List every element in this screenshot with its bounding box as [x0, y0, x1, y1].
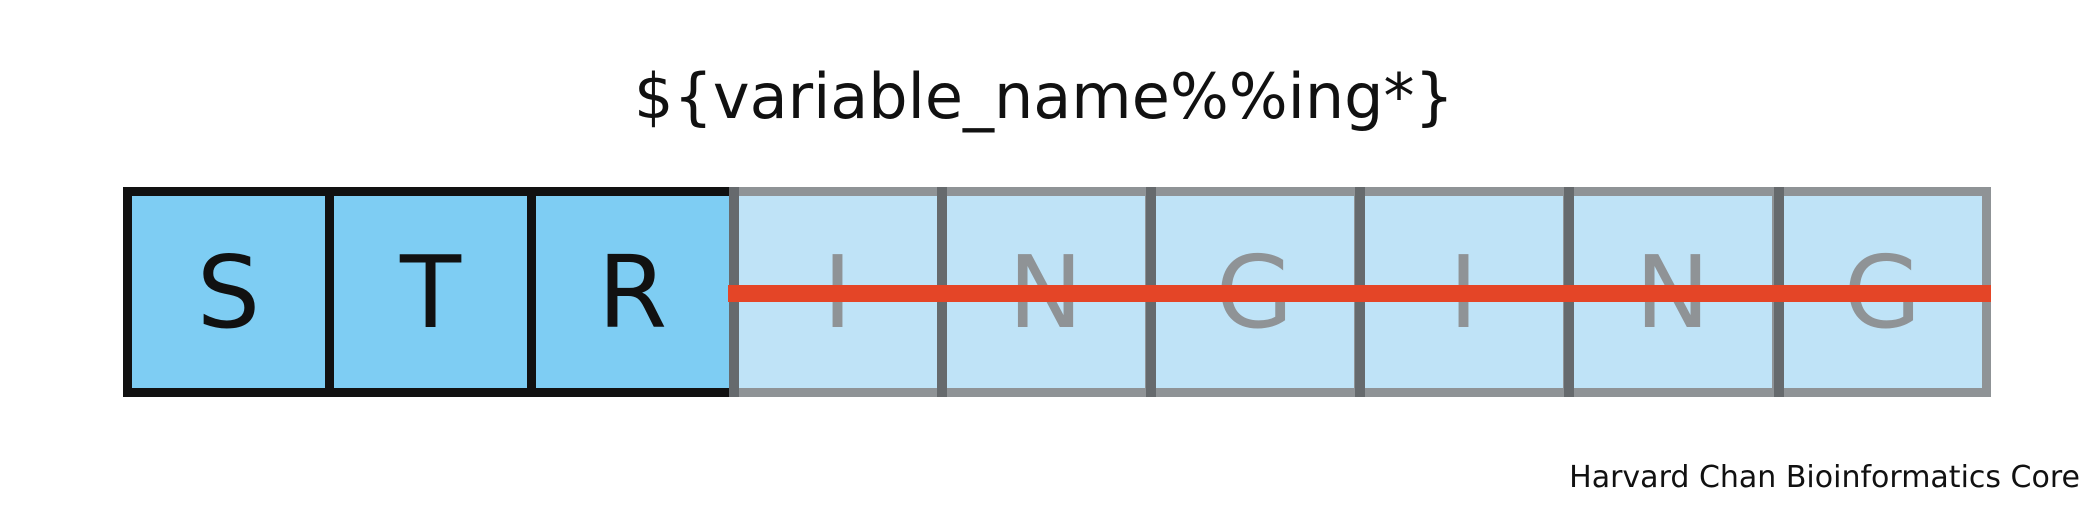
parameter-expansion-title: ${variable_name%%ing*} — [634, 60, 1454, 133]
kept-char-cell: T — [325, 187, 536, 397]
kept-char-cell: S — [123, 187, 334, 397]
kept-char: T — [399, 233, 462, 351]
credit-text: Harvard Chan Bioinformatics Core — [1569, 460, 2080, 495]
kept-char: S — [196, 233, 261, 351]
kept-char: R — [597, 233, 668, 351]
removal-strike-line — [728, 285, 1991, 302]
kept-char-cell: R — [527, 187, 738, 397]
